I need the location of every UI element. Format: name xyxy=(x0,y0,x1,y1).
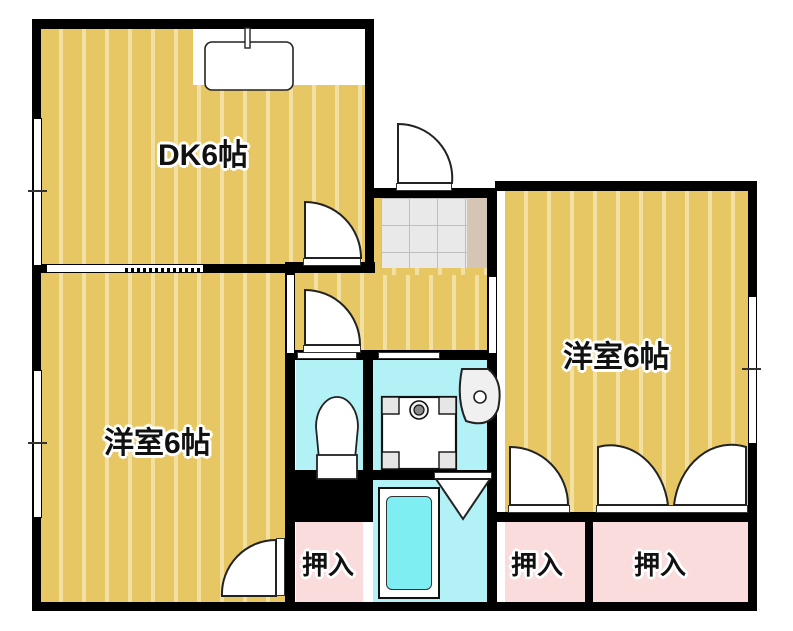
room-label-washitsu-right: 洋室6帖 xyxy=(563,341,670,374)
wall-left-outer xyxy=(32,19,41,611)
sliding-partition-dk-track xyxy=(125,268,285,272)
wall-closet1-top xyxy=(285,512,373,522)
bathtub-icon xyxy=(386,496,432,590)
wall-entrance-top xyxy=(365,188,495,198)
wall-dk-bottom-left-stub xyxy=(32,264,46,273)
wall-top-right-block xyxy=(495,181,757,191)
dk-door-swing xyxy=(304,200,363,259)
room-floor-washitsu-left xyxy=(40,272,285,602)
entrance-door-swing xyxy=(397,122,454,184)
hallway-rail-left xyxy=(288,356,292,476)
wall-toilet-right xyxy=(363,350,373,478)
window-right[interactable] xyxy=(748,296,757,444)
washing-machine-pan-icon xyxy=(380,395,458,471)
left-room-door-swing xyxy=(220,538,277,597)
window-right-mullion xyxy=(742,368,761,370)
wall-dk-right xyxy=(365,19,374,269)
toilet-door-panel[interactable] xyxy=(297,352,357,359)
wall-dk-bottom-right xyxy=(285,262,375,273)
kitchen-sink-icon xyxy=(204,27,294,91)
right-room-double-door-a-swing xyxy=(597,444,670,506)
wall-bottom-left xyxy=(32,602,495,611)
closet-label-3: 押入 xyxy=(634,550,687,580)
window-left-lower-mullion xyxy=(28,442,47,444)
right-room-door-left-swing xyxy=(509,445,570,506)
closet-3-floor xyxy=(593,522,748,602)
entrance-tiled-area xyxy=(381,198,467,268)
room-label-washitsu-left: 洋室6帖 xyxy=(104,427,211,460)
closet-label-2: 押入 xyxy=(511,550,564,580)
sliding-partition-right-room[interactable] xyxy=(488,276,497,354)
window-left-lower[interactable] xyxy=(33,370,42,518)
right-room-double-door-panel[interactable] xyxy=(596,505,748,513)
wall-top-dk xyxy=(40,19,374,29)
wall-bottom-right xyxy=(495,602,757,611)
room-label-dk: DK6帖 xyxy=(158,139,249,172)
window-left-upper[interactable] xyxy=(33,118,42,266)
bath-door-fold xyxy=(434,478,492,521)
closet-2-floor xyxy=(505,522,585,602)
wall-right-room-bottom xyxy=(497,512,757,522)
wall-closet-divider xyxy=(585,522,593,602)
right-room-rail xyxy=(490,196,494,274)
right-room-double-door-b-swing xyxy=(672,443,747,506)
sliding-partition-hall-left[interactable] xyxy=(286,274,295,354)
wash-basin-icon xyxy=(458,368,501,425)
closet-label-1: 押入 xyxy=(302,550,355,580)
washroom-door-panel[interactable] xyxy=(378,352,440,359)
window-left-upper-mullion xyxy=(28,190,47,192)
toilet-icon xyxy=(315,396,359,480)
closet-1-floor xyxy=(296,522,363,602)
hallway-door-swing xyxy=(304,288,362,346)
wall-bath-right-lower xyxy=(487,470,497,611)
